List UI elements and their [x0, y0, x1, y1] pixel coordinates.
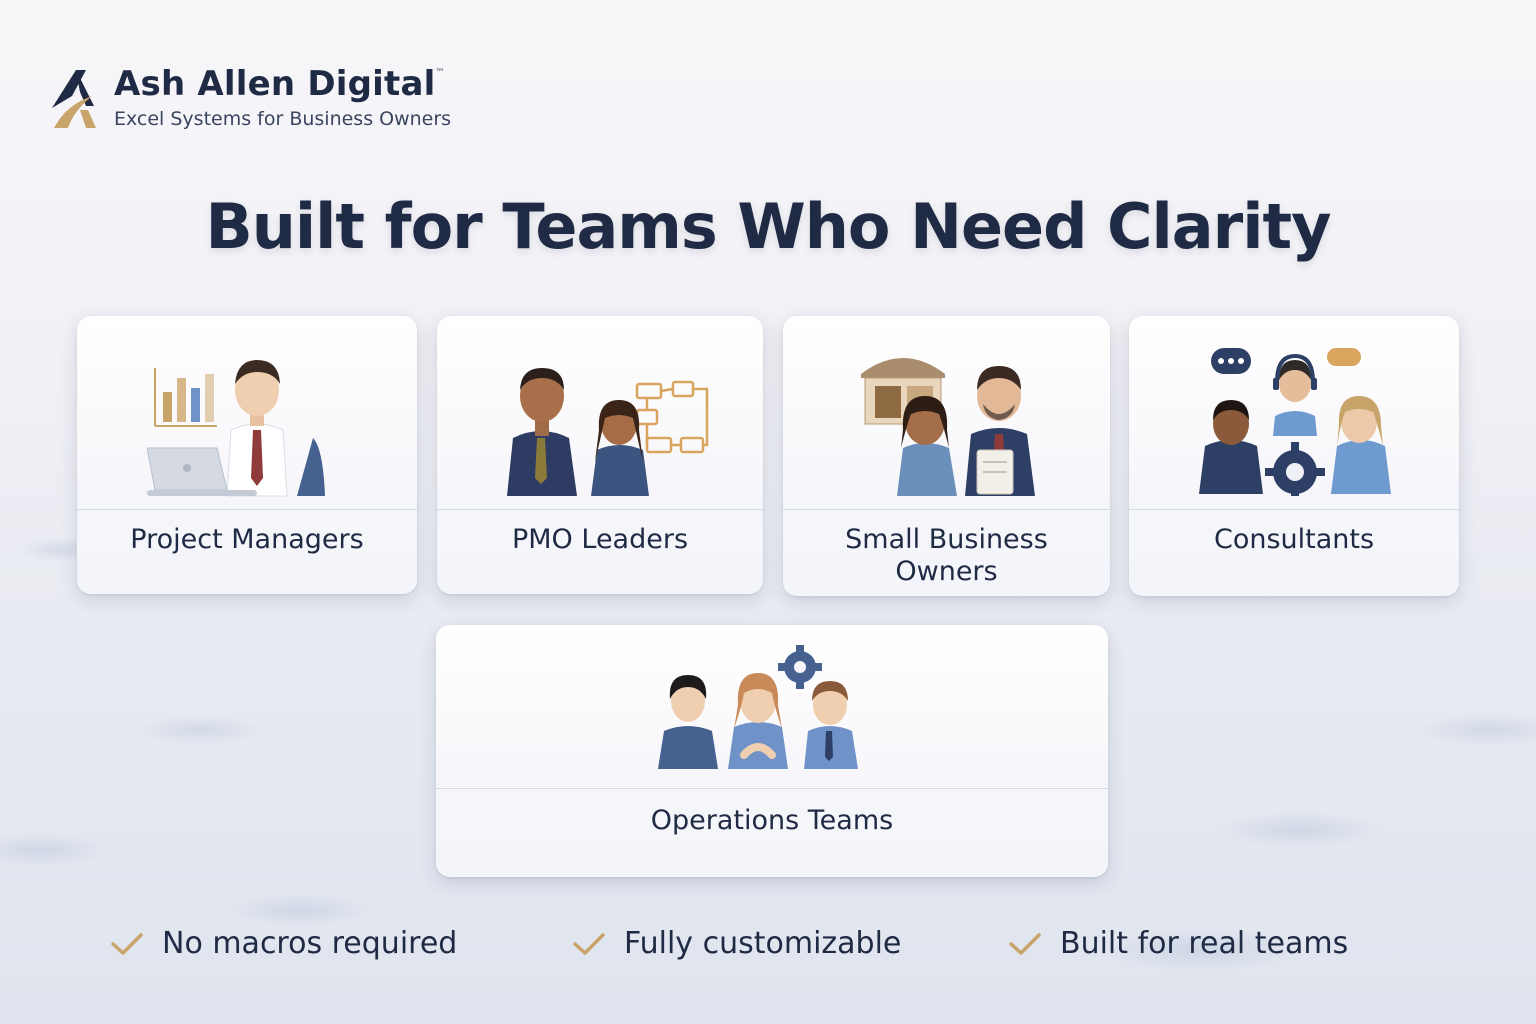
manager-with-laptop-and-bar-chart-icon	[147, 360, 325, 497]
brand-name: Ash Allen Digital™	[114, 64, 445, 104]
audience-card-operations-teams[interactable]: Operations Teams	[436, 625, 1108, 877]
page-title: Built for Teams Who Need Clarity	[205, 190, 1331, 263]
brand-tagline: Excel Systems for Business Owners	[114, 108, 452, 130]
card-label-band	[437, 509, 763, 594]
card-label-band	[1129, 509, 1459, 596]
benefit-text: Fully customizable	[624, 926, 902, 961]
audience-card-pmo-leaders[interactable]: PMO Leaders	[437, 316, 763, 594]
benefit-item: No macros required	[110, 926, 457, 961]
benefit-item: Built for real teams	[1008, 926, 1348, 961]
stylized-a-mark-icon	[52, 70, 96, 128]
audience-card-small-business-owners[interactable]: Small Business Owners	[783, 316, 1110, 596]
consultants-with-headset-and-gear-icon	[1199, 348, 1391, 496]
audience-card-consultants[interactable]: Consultants	[1129, 316, 1459, 596]
owners-with-shop-icon	[861, 358, 1035, 496]
checkmark-icon	[573, 932, 605, 955]
checkmark-icon	[111, 932, 143, 955]
card-label: Project Managers	[130, 524, 364, 555]
audience-card-project-managers[interactable]: Project Managers	[77, 316, 417, 594]
card-label-band	[783, 509, 1110, 596]
benefit-text: Built for real teams	[1060, 926, 1349, 961]
benefit-item: Fully customizable	[572, 926, 901, 961]
leaders-with-flowchart-icon	[507, 368, 709, 496]
checkmark-icon	[1009, 932, 1041, 955]
benefit-text: No macros required	[162, 926, 458, 961]
card-label-band	[77, 509, 417, 594]
card-label-band	[436, 788, 1108, 877]
card-label: Operations Teams	[650, 805, 894, 836]
trademark-symbol: ™	[435, 68, 445, 78]
team-with-gear-icon	[658, 645, 858, 769]
card-label: PMO Leaders	[511, 524, 689, 555]
card-label: Small Business Owners	[845, 524, 1048, 587]
card-label: Consultants	[1213, 524, 1375, 555]
